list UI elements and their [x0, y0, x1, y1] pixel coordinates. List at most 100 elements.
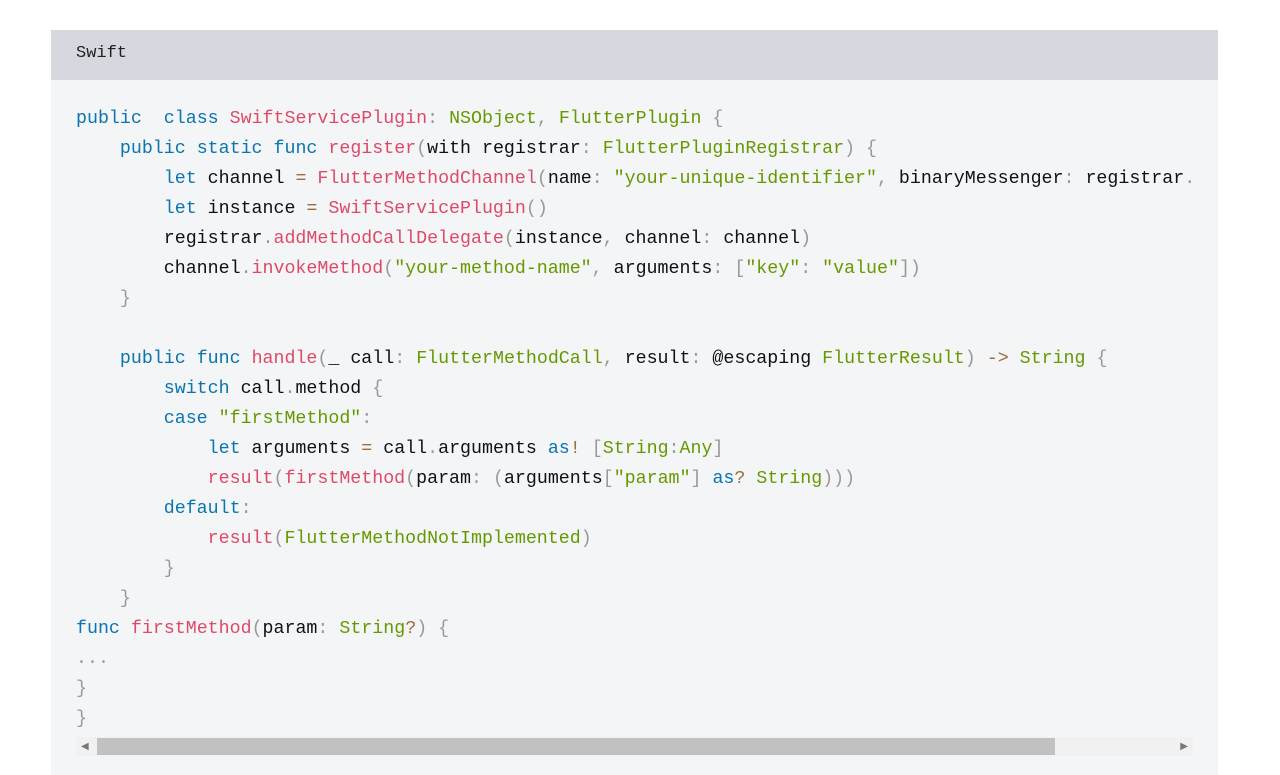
code-token: . — [284, 379, 296, 399]
code-token: : — [591, 169, 603, 189]
code-token: case — [163, 409, 208, 429]
code-token: "key" — [745, 259, 801, 279]
code-token — [427, 619, 438, 639]
code-token: "firstMethod" — [218, 409, 362, 429]
code-line: default: — [76, 494, 1196, 524]
code-token — [438, 109, 449, 129]
code-line: result(FlutterMethodNotImplemented) — [76, 524, 1196, 554]
code-token: FlutterMethodChannel — [317, 169, 537, 189]
code-token: default — [163, 499, 241, 519]
code-token: registrar — [1074, 169, 1185, 189]
code-token: { — [438, 619, 450, 639]
code-token — [76, 499, 164, 519]
code-token: instance — [514, 229, 603, 249]
code-token: ( — [492, 469, 504, 489]
code-line: public class SwiftServicePlugin: NSObjec… — [76, 104, 1196, 134]
code-token: name — [547, 169, 592, 189]
code-token: : — [701, 229, 713, 249]
code-token: } — [76, 709, 87, 729]
code-token: String — [1019, 349, 1086, 369]
code-line: result(firstMethod(param: (arguments["pa… — [76, 464, 1196, 494]
code-token: ) — [964, 349, 976, 369]
code-token: { — [866, 139, 878, 159]
code-token: handle — [251, 349, 318, 369]
code-token: , — [876, 169, 888, 189]
code-token: : — [317, 619, 329, 639]
code-token — [219, 109, 230, 129]
code-token: } — [163, 559, 175, 579]
code-token: ) — [416, 619, 428, 639]
code-token: ( — [251, 619, 263, 639]
scroll-right-icon[interactable]: ▶ — [1180, 741, 1188, 752]
code-token — [76, 559, 164, 579]
code-token: : — [427, 109, 439, 129]
code-token: arguments — [602, 259, 713, 279]
code-line: ​ — [76, 314, 1196, 344]
code-token: channel — [76, 259, 241, 279]
code-token: channel — [712, 229, 801, 249]
code-token: ] — [690, 469, 702, 489]
code-line: } — [76, 554, 1196, 584]
code-token — [76, 439, 208, 459]
code-token: binaryMessenger — [887, 169, 1064, 189]
code-token: result — [613, 349, 691, 369]
code-token: = — [306, 199, 318, 219]
code-line: } — [76, 584, 1196, 614]
code-token: param — [416, 469, 471, 489]
code-token: } — [76, 679, 87, 699]
code-token — [811, 259, 822, 279]
code-token — [208, 409, 219, 429]
horizontal-scrollbar[interactable]: ◀ ▶ — [76, 737, 1193, 756]
code-token: : — [1063, 169, 1075, 189]
code-token: [ — [591, 439, 603, 459]
code-token: "value" — [822, 259, 899, 279]
code-token: ( — [536, 169, 548, 189]
code-line: case "firstMethod": — [76, 404, 1196, 434]
code-token: as — [712, 469, 735, 489]
code-token: as — [547, 439, 570, 459]
code-token: result — [207, 529, 274, 549]
code-token: ( — [317, 349, 329, 369]
code-token — [482, 469, 493, 489]
code-token — [76, 139, 120, 159]
code-token: ) — [844, 139, 856, 159]
code-token: = — [295, 169, 307, 189]
code-line: registrar.addMethodCallDelegate(instance… — [76, 224, 1196, 254]
code-token: { — [712, 109, 724, 129]
code-line: let instance = SwiftServicePlugin() — [76, 194, 1196, 224]
code-line: switch call.method { — [76, 374, 1196, 404]
code-token — [76, 409, 164, 429]
code-token: ( — [273, 529, 285, 549]
code-token — [76, 379, 164, 399]
code-token: method — [295, 379, 373, 399]
code-token: _ call — [328, 349, 395, 369]
code-block: Swift public class SwiftServicePlugin: N… — [51, 30, 1218, 775]
code-token — [548, 109, 559, 129]
code-token: arguments — [240, 439, 362, 459]
code-token — [328, 619, 339, 639]
code-token: () — [525, 199, 548, 219]
code-token: . — [240, 259, 252, 279]
code-line: } — [76, 704, 1196, 734]
scroll-left-icon[interactable]: ◀ — [81, 741, 89, 752]
code-token — [855, 139, 866, 159]
code-token: firstMethod — [284, 469, 406, 489]
code-token: : — [712, 259, 724, 279]
code-token: let — [163, 169, 197, 189]
code-line: } — [76, 284, 1196, 314]
code-token: public — [119, 139, 186, 159]
code-token: "your-unique-identifier" — [613, 169, 877, 189]
code-token: ? — [734, 469, 746, 489]
code-token: ( — [273, 469, 285, 489]
code-token — [592, 139, 603, 159]
code-token: channel — [613, 229, 702, 249]
code-token: = — [361, 439, 373, 459]
code-token — [603, 169, 614, 189]
code-token: : — [668, 439, 680, 459]
code-token: , — [602, 349, 614, 369]
code-token: call — [372, 439, 428, 459]
scrollbar-thumb[interactable] — [97, 738, 1055, 755]
code-token — [76, 469, 208, 489]
code-token — [701, 109, 712, 129]
code-token: arguments — [438, 439, 548, 459]
